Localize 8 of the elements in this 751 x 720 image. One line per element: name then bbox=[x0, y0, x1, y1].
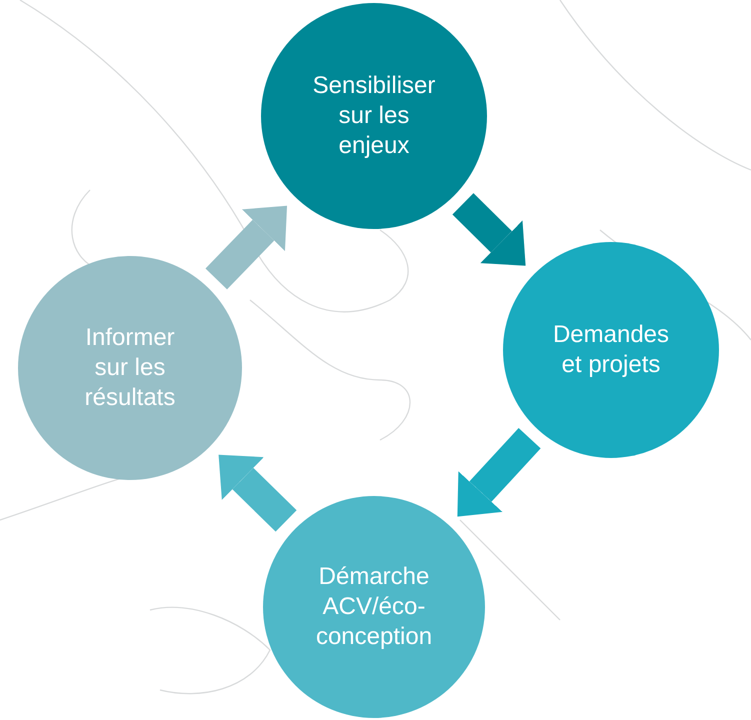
block-arrow bbox=[218, 454, 297, 532]
node-label: Informer sur les résultats bbox=[84, 323, 176, 413]
node-label: Démarche ACV/éco-conception bbox=[314, 562, 434, 652]
block-arrow bbox=[206, 206, 288, 290]
block-arrow bbox=[457, 428, 541, 517]
node-label: Sensibiliser sur les enjeux bbox=[312, 71, 436, 161]
node-label: Demandes et projets bbox=[552, 320, 670, 380]
block-arrow bbox=[452, 193, 526, 266]
